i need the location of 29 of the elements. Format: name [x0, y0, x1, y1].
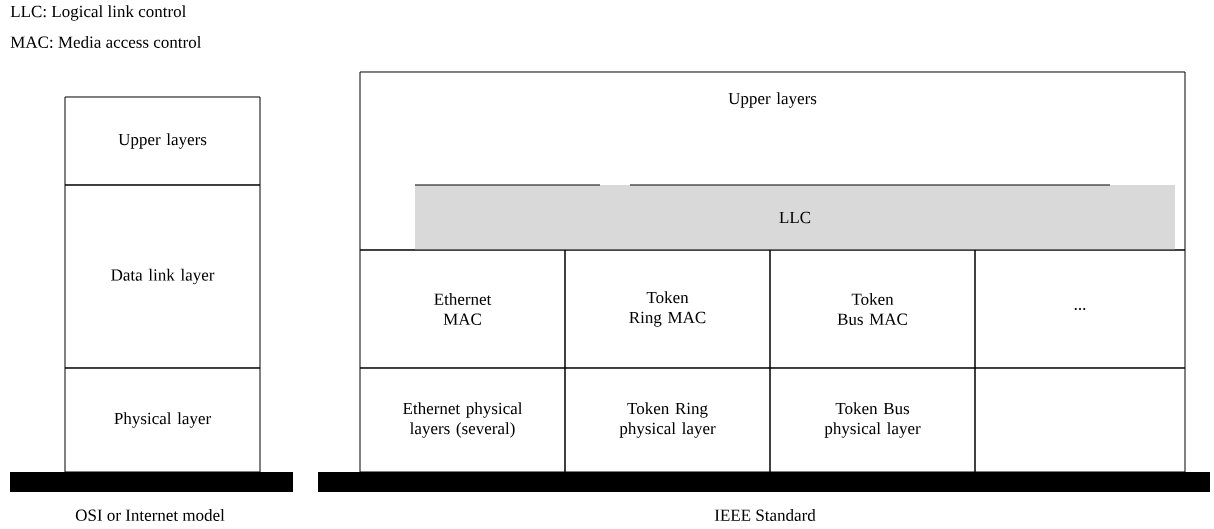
layer-label: Token Bus physical layer [824, 402, 921, 438]
layer-label: Data link layer [111, 268, 215, 285]
layer-label: Token Bus MAC [837, 293, 907, 325]
layer-label: Token Ring MAC [629, 291, 706, 327]
note-text: OSI or Internet model [75, 509, 225, 521]
layer-box [359, 71, 1186, 251]
physical-cell [769, 367, 976, 473]
layer-label: Ethernet physical layers (several) [403, 402, 523, 438]
note-text: IEEE Standard [714, 509, 816, 521]
layer-label: Physical layer [114, 412, 211, 428]
physical-cell [359, 367, 566, 473]
note-text: LLC: Logical link control [10, 5, 186, 21]
llc-band [415, 185, 1175, 250]
mac-cell [359, 249, 566, 369]
note-text: MAC: Media access control [10, 36, 202, 48]
layer-box [64, 96, 261, 186]
layer-box [64, 367, 261, 473]
physical-cell [564, 367, 771, 473]
mac-cell [974, 249, 1186, 369]
layer-label: LLC [779, 211, 811, 224]
physical-cell [974, 367, 1186, 473]
layer-box [64, 184, 261, 369]
layer-label: Token Ring physical layer [619, 402, 716, 438]
layer-label: Upper layers [728, 92, 817, 108]
layer-label: ... [1074, 308, 1086, 310]
layer-label: Upper layers [118, 133, 207, 149]
mac-cell [564, 249, 771, 369]
mac-cell [769, 249, 976, 369]
layer-label: Ethernet MAC [434, 293, 492, 325]
